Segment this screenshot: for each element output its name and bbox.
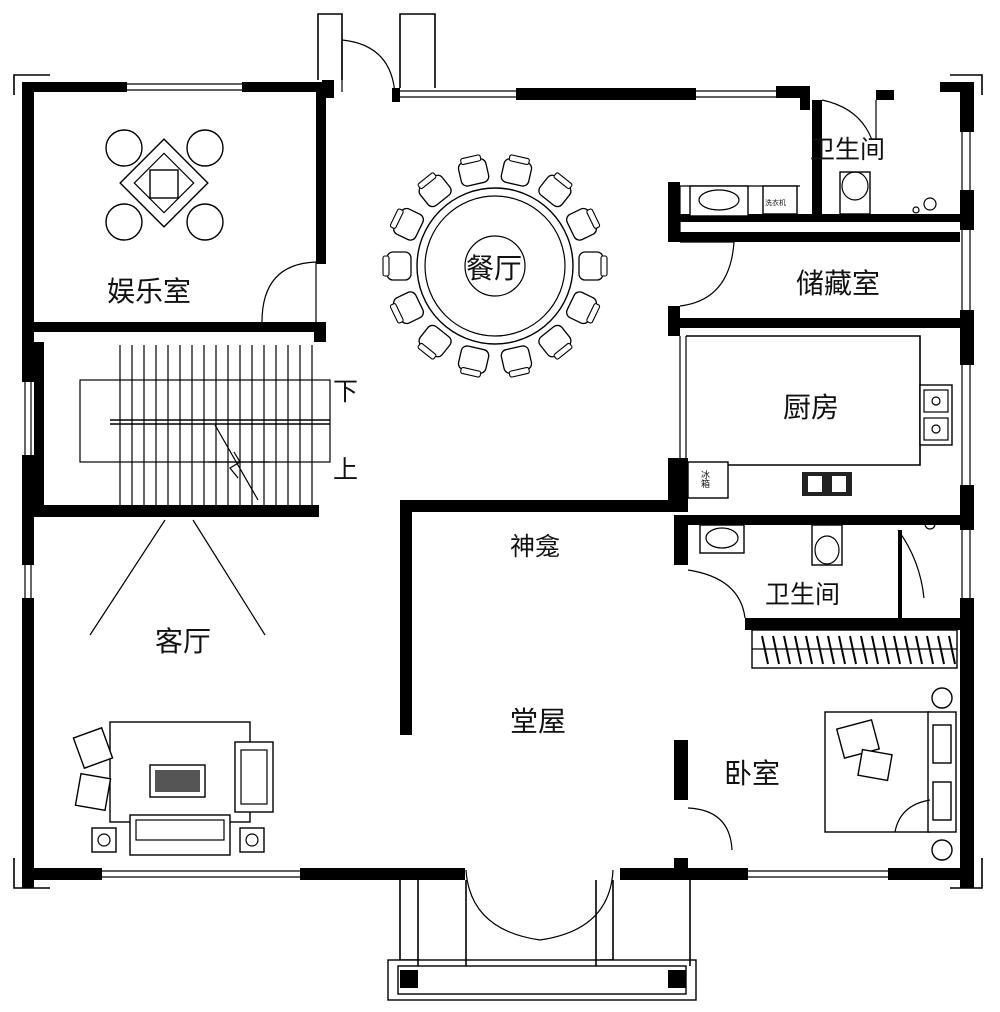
staircase	[79, 379, 331, 463]
living-room-furniture	[72, 721, 274, 856]
room-label-bathroom-top: 卫生间	[810, 135, 886, 164]
wardrobe	[751, 629, 958, 669]
card-table	[105, 129, 224, 241]
bed	[824, 687, 957, 861]
fridge-label: 冰箱	[699, 470, 709, 488]
room-label-bathroom-mid: 卫生间	[765, 580, 841, 609]
stair-treads	[119, 345, 313, 505]
stair-down-label: 下	[333, 377, 359, 406]
room-label-entertainment: 娱乐室	[107, 275, 192, 308]
dining-chairs	[382, 154, 608, 378]
washer-label: 洗衣机	[765, 199, 786, 207]
kitchen-fixtures	[686, 335, 953, 499]
room-label-bedroom: 卧室	[724, 757, 781, 790]
interior-walls	[34, 92, 965, 880]
bathroom-top-fixtures	[689, 171, 937, 217]
room-label-main-hall: 堂屋	[510, 705, 567, 738]
dining-table	[416, 187, 574, 345]
stair-up-label: 上	[333, 455, 359, 484]
bathroom-mid-fixtures	[699, 518, 936, 566]
room-label-living: 客厅	[155, 625, 212, 658]
wardrobe-hangers	[761, 635, 956, 665]
room-label-kitchen: 厨房	[783, 391, 840, 424]
outer-walls	[22, 80, 974, 888]
room-label-storage: 储藏室	[796, 267, 881, 300]
room-label-dining: 餐厅	[466, 252, 523, 285]
room-label-shrine: 神龛	[510, 532, 561, 561]
